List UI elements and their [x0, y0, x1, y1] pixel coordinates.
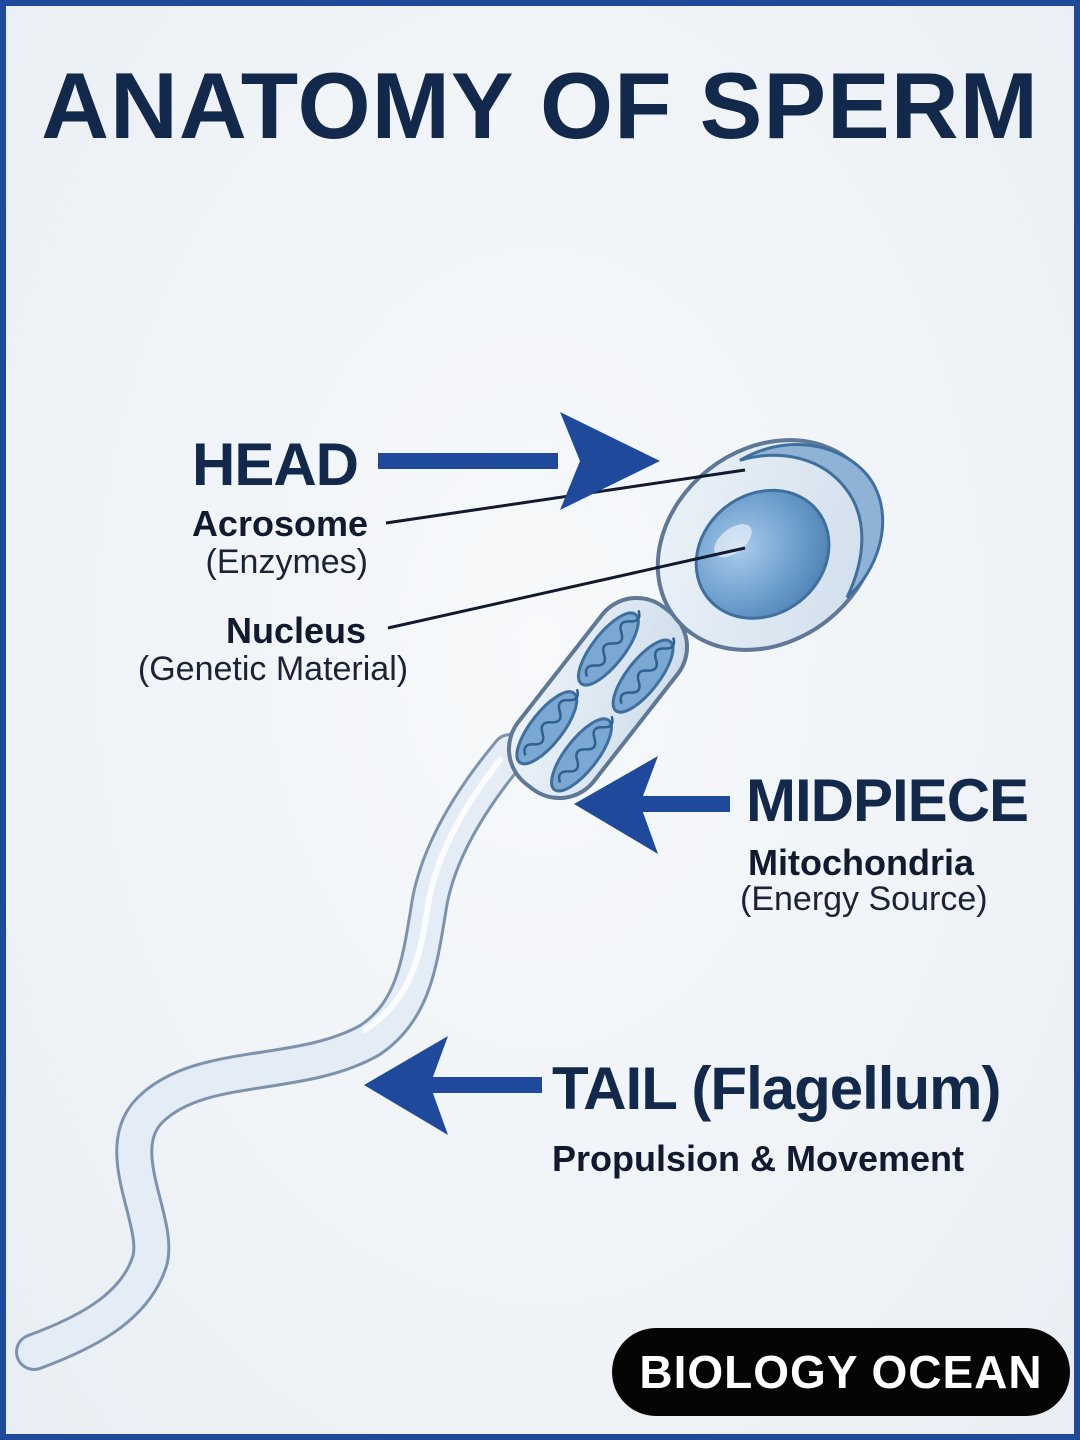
- acrosome-description: (Enzymes): [205, 543, 368, 581]
- sperm-head: [655, 438, 885, 652]
- nucleus-icon: [694, 488, 831, 620]
- mitochondria-label: Mitochondria: [748, 842, 974, 883]
- tail-flagellum: [15, 733, 529, 1371]
- mitochondria-description: (Energy Source): [740, 880, 988, 918]
- nucleus-description: (Genetic Material): [137, 650, 409, 688]
- tail-label: TAIL (Flagellum): [552, 1055, 1001, 1122]
- mitochondria-icon: [515, 610, 676, 793]
- page-title: ANATOMY OF SPERM: [41, 53, 1039, 158]
- brand-badge: BIOLOGY OCEAN: [612, 1328, 1070, 1416]
- midpiece-arrow-icon: [574, 756, 730, 854]
- midpiece-body: [506, 595, 690, 801]
- nucleus-label: Nucleus: [225, 610, 366, 651]
- tail-arrow-icon: [364, 1036, 542, 1135]
- tail-description: Propulsion & Movement: [552, 1138, 965, 1179]
- acrosome-pointer-line: [385, 468, 746, 525]
- head-label: HEAD: [191, 431, 359, 498]
- nucleus-pointer-line: [387, 546, 746, 630]
- head-arrow-icon: [378, 412, 660, 510]
- midpiece-label: MIDPIECE: [746, 767, 1029, 834]
- acrosome-label: Acrosome: [191, 503, 368, 544]
- acrosome-cap: [739, 443, 885, 599]
